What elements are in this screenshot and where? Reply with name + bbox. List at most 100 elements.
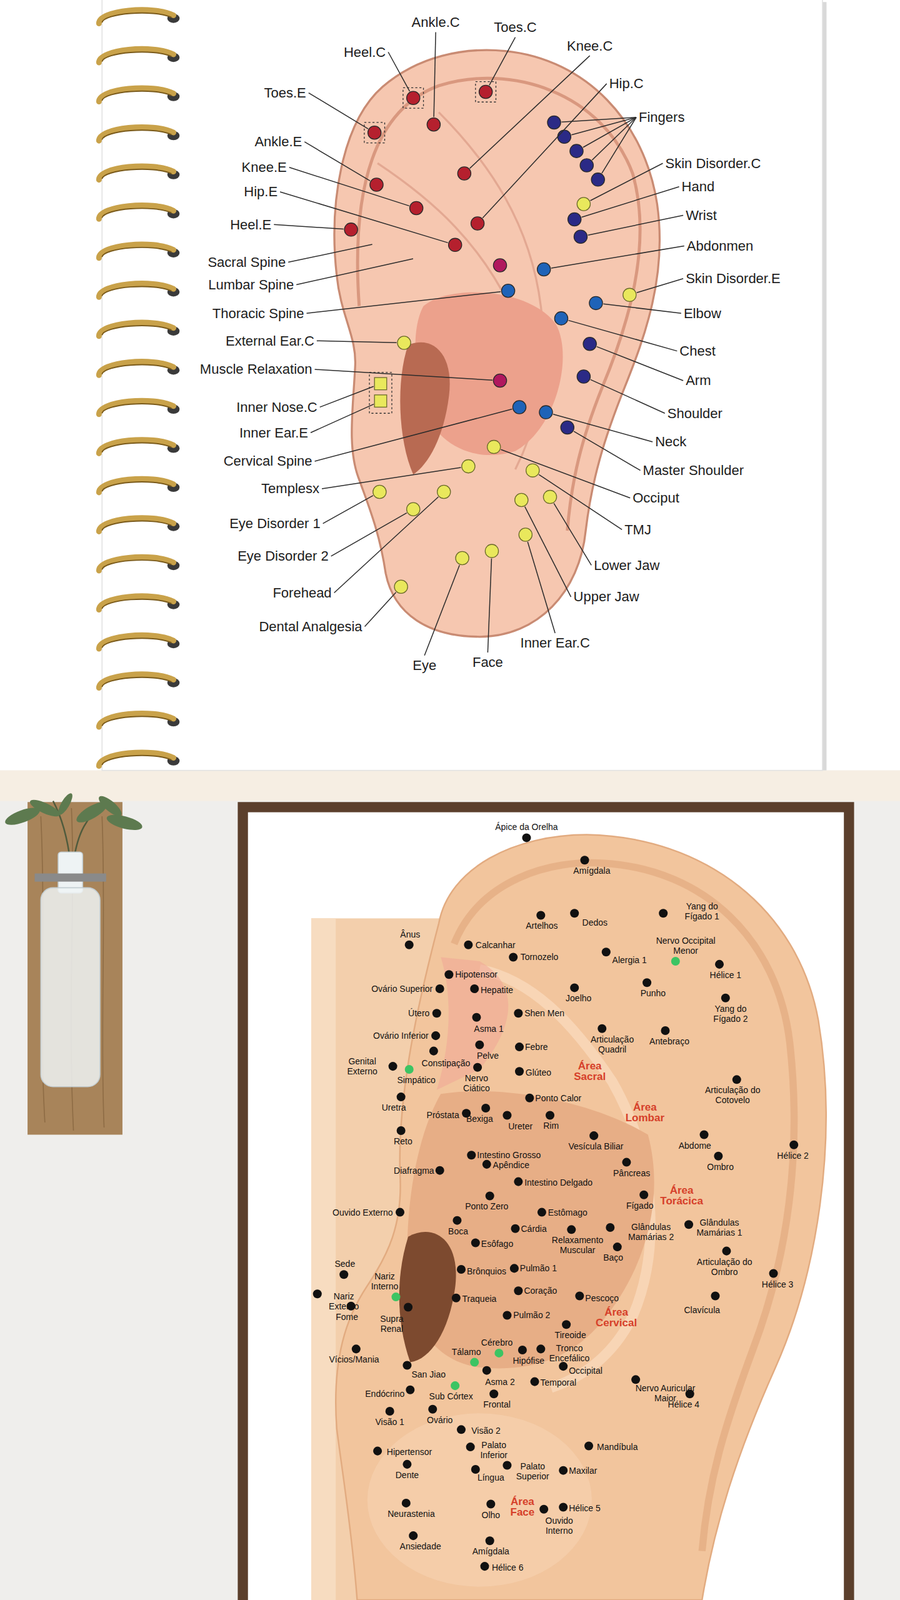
acupoint-dot [580,855,589,865]
point-label: Clavícula [683,1305,720,1315]
acupoint-dot [463,940,473,950]
leader-line [571,117,637,135]
point-label: Intestino Grosso [476,1150,541,1160]
point-label: Diafragma [393,1165,435,1176]
area-label: Área Torácica [656,1185,708,1207]
acupoint-dot [510,1263,519,1273]
acupoint-dot [557,130,571,144]
acupoint-dot [510,1224,520,1234]
leader-line [500,449,630,498]
binding-ring-shade [101,51,172,62]
acupoint-dot [570,983,579,992]
acupoint-dot [456,1265,466,1274]
acupoint-dot [658,908,668,918]
point-label: Nervo Occipital Menor [650,935,722,956]
leader-line [320,386,374,407]
dashed-marker [403,87,424,109]
leader-line [568,320,678,352]
part-label: Chest [679,343,715,359]
part-label: Inner Nose.C [236,399,318,415]
acupoint-dot [444,970,454,979]
spiral-binding [98,10,180,767]
metal-holder [35,873,107,882]
acupoint-dot [471,1013,481,1022]
part-label: Knee.E [241,159,287,175]
leader-line [601,117,637,174]
part-label: Sacral Spine [207,254,286,270]
point-label: Ouvido Externo [332,1207,394,1218]
part-label: Eye Disorder 1 [229,515,321,532]
acupoint-dot [518,528,532,542]
point-label: Fome [335,1311,359,1322]
acupoint-dot [502,1460,512,1470]
point-label: Dedos [582,917,608,928]
binding-ring-shade [101,521,172,531]
acupoint-dot [368,126,382,140]
point-label: Traqueia [462,1293,497,1304]
acupoint-dot [560,420,574,434]
part-label: Neck [655,433,687,450]
binding-ring [98,283,174,298]
acupoint-dot [485,1191,495,1200]
point-label: Ombro [706,1161,734,1172]
acupoint-dot [589,1131,599,1140]
helix-rim [357,78,640,531]
binding-ring [98,635,174,649]
leader-line [388,51,410,92]
point-label: Pelve [476,1050,499,1061]
point-label: Yang do Fígado 2 [701,1003,761,1024]
point-label: Punho [640,988,666,999]
acupoint-dot [471,1465,480,1474]
part-label: Knee.C [566,38,613,54]
leader-line [310,404,374,434]
acupoint-dot [493,373,507,387]
point-label: Útero [408,1008,430,1019]
acupoint-dot [580,158,594,172]
acupoint-dot [558,1466,568,1475]
acupoint-dot [485,544,499,558]
acupoint-dot [547,115,561,129]
leader-line [280,191,449,243]
acupoint-dot [671,956,680,966]
point-label: Articulação do Cotovelo [694,1085,771,1105]
acupoint-dot [435,1166,445,1175]
point-label: Articulação do Ombro [686,1256,763,1277]
point-label: Pulmão 2 [513,1310,550,1320]
acupoint-dot [406,502,420,516]
acupoint-dot [597,1024,607,1034]
acupoint-dot [537,1208,547,1217]
binding-ring-shade [101,599,172,609]
acupoint-dot [480,1561,489,1571]
part-label: External Ear.C [225,333,315,349]
binding-ring [98,752,174,767]
acupoint-dot [605,1223,615,1232]
point-label: Relaxamento Muscular [541,1235,614,1255]
acupoint-dot [575,1291,584,1300]
binding-ring-shade [101,247,172,257]
binding-ring [98,518,174,532]
point-label: Ovário [426,1415,453,1425]
point-label: Mandíbula [596,1441,638,1452]
acupoint-dot [437,485,451,499]
acupoint-dot [435,984,445,994]
binding-ring [98,10,174,24]
binding-ring [98,205,174,219]
point-label: Sub Córtex [429,1391,474,1402]
acupoint-dot [573,230,587,244]
table-strip [0,770,900,802]
acupoint-dot [539,1505,549,1514]
point-label: Nervo Ciático [453,1073,500,1094]
point-label: Joelho [565,993,592,1004]
binding-ring-shade [101,677,172,687]
acupoint-dot [769,1269,779,1279]
leader-line [561,117,637,122]
point-label: Cárdia [520,1223,547,1234]
leader-line [316,340,397,343]
acupoint-dot [513,1286,523,1295]
acupoint-dot [448,238,462,252]
point-label: Glândulas Mamárias 2 [620,1221,682,1242]
point-label: Yang do Fígado 1 [672,901,732,922]
leader-line [323,495,374,524]
point-label: Hipófise [512,1355,545,1366]
acupoint-dot [397,336,411,350]
